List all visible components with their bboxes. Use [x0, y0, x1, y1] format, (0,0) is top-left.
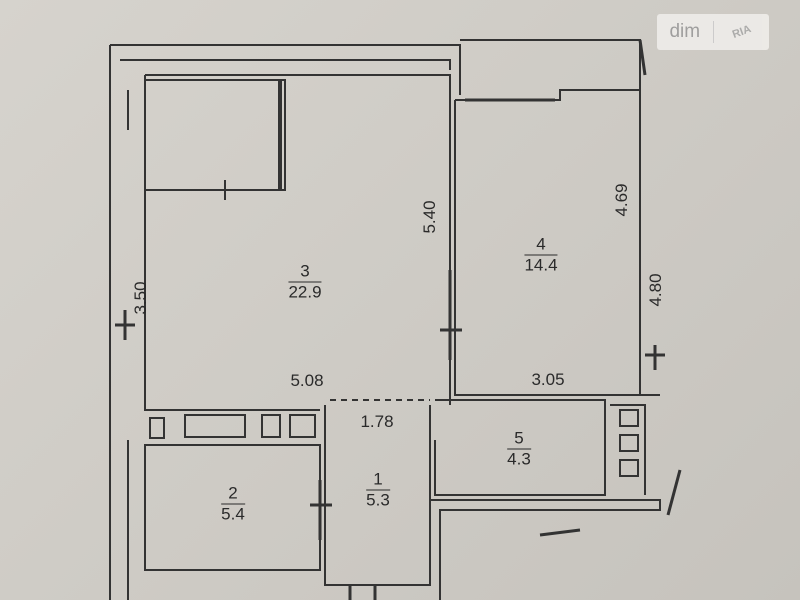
room-area: 14.4: [524, 255, 558, 275]
door-marker: [310, 480, 332, 540]
wall-bottom-right: [430, 499, 661, 600]
dimension-tick: [115, 310, 135, 340]
wall-block: [261, 414, 281, 438]
dimension-350: 3.50: [131, 281, 150, 315]
room-area: 5.3: [366, 490, 390, 510]
door-marker: [440, 270, 462, 360]
dimension-tick: [645, 345, 665, 370]
wall-block: [619, 409, 639, 427]
dimension-480: 4.80: [646, 273, 665, 307]
room-number: 4: [524, 235, 558, 256]
room-area: 5.4: [221, 504, 245, 524]
dimension-469: 4.69: [612, 183, 631, 217]
room-number: 2: [221, 484, 245, 505]
wall-block: [289, 414, 316, 438]
room-4-label: 4 14.4: [524, 235, 558, 276]
wall-block: [149, 417, 165, 439]
wall-block: [184, 414, 246, 438]
room-5-outline: [434, 399, 606, 496]
room-2-outline: [144, 444, 321, 571]
inner-wall-top: [120, 59, 451, 70]
room-number: 5: [507, 429, 531, 450]
room-5-label: 5 4.3: [507, 429, 531, 470]
outer-wall-right: [639, 60, 660, 396]
room-2-label: 2 5.4: [221, 484, 245, 525]
watermark-logo: dim RIA: [657, 14, 769, 50]
dimension-178: 1.78: [360, 412, 394, 431]
wall-block: [619, 459, 639, 477]
door-marker: [215, 180, 240, 200]
wall-right-niche: [610, 404, 646, 495]
dimension-305: 3.05: [531, 370, 565, 389]
room-area: 4.3: [507, 449, 531, 469]
entrance-marker: [348, 585, 377, 600]
kitchen-block: [145, 79, 286, 191]
room-3-label: 3 22.9: [288, 262, 322, 303]
logo-brand: dim: [657, 21, 714, 43]
room-area: 22.9: [288, 282, 322, 302]
room-3-outline: [145, 74, 451, 405]
room-1-label: 1 5.3: [366, 470, 390, 511]
outer-wall-top: [110, 44, 461, 95]
room-number: 1: [366, 470, 390, 491]
dimension-540: 5.40: [420, 200, 439, 234]
logo-partner: RIA: [730, 23, 753, 41]
wall-block: [619, 434, 639, 452]
dimension-508: 5.08: [290, 371, 324, 390]
room-3-left-wall: [144, 75, 320, 411]
dimension-tick: [539, 39, 682, 537]
room-number: 3: [288, 262, 322, 283]
